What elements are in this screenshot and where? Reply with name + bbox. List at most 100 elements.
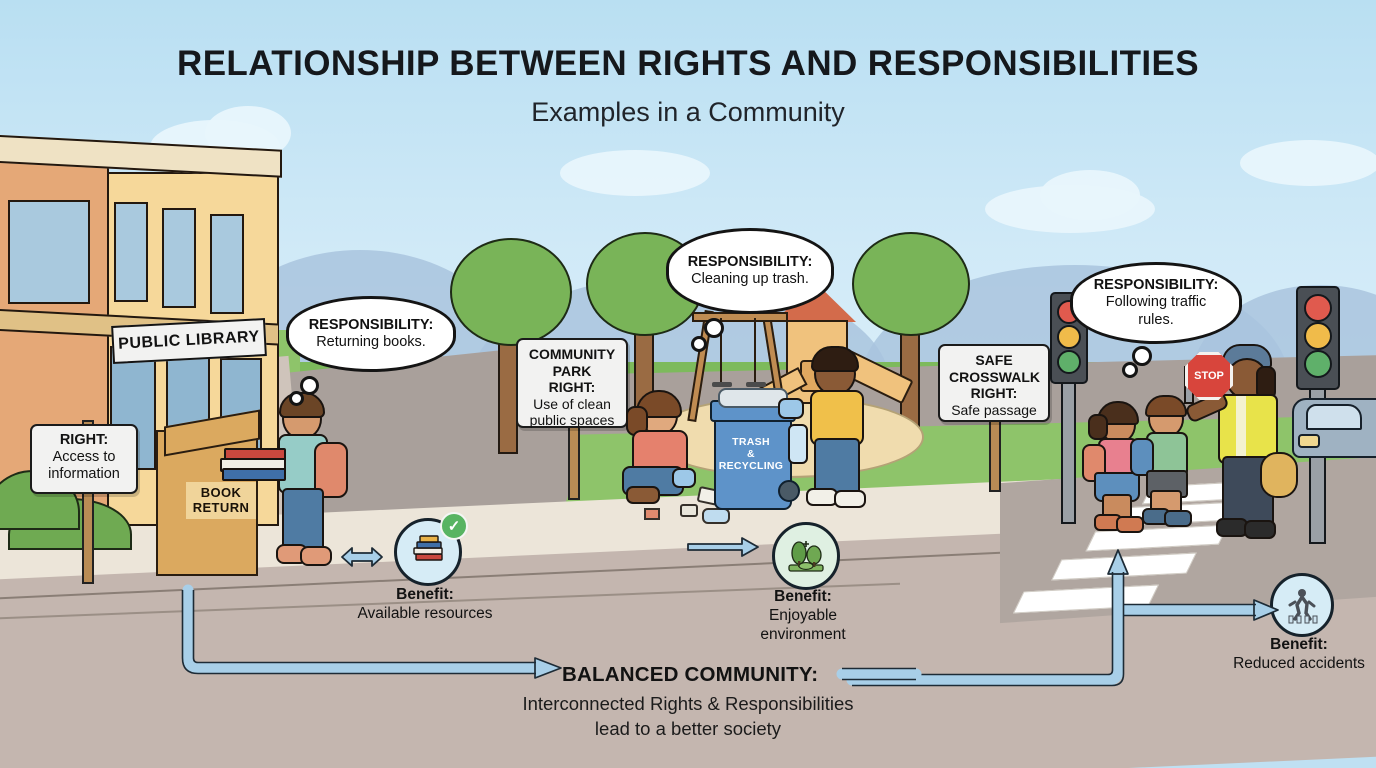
traffic-light-left-pole [1061,380,1076,524]
crosswalk-benefit-icon-circle [1270,573,1334,637]
pedestrian-crossing-icon [1288,589,1318,624]
library-window-1 [114,202,148,302]
park-benefit-label: Benefit: Enjoyable environment [733,588,873,645]
crosswalk-bubble-dot-1 [1132,346,1152,366]
summary-body-line1: Interconnected Rights & Responsibilities [522,693,854,714]
park-responsibility-bubble[interactable]: RESPONSIBILITY: Cleaning up trash. [666,228,834,314]
library-bubble-dot-1 [300,376,319,395]
library-bubble-dot-2 [289,391,304,406]
park-responsibility-heading: RESPONSIBILITY: [687,253,813,270]
park-boy-hair [811,346,859,372]
park-bubble-dot-2 [691,336,707,352]
library-window-2 [162,208,196,308]
guard-vest-stripe [1236,396,1246,458]
library-benefit-check-icon: ✓ [440,512,468,540]
public-library-sign-label: PUBLIC LIBRARY [117,328,261,353]
traffic-light-left-yellow [1057,325,1081,349]
park-boy-bottle [788,424,808,464]
park-right-body: Use of clean public spaces [529,395,615,429]
guard-shoe-right [1244,520,1276,539]
library-benefit-icon-circle [394,518,462,586]
park-right-placard[interactable]: COMMUNITY PARK RIGHT: Use of clean publi… [516,338,628,428]
library-responsibility-bubble[interactable]: RESPONSIBILITY: Returning books. [286,296,456,372]
litter-2 [680,504,698,517]
crosswalk-benefit-body: Reduced accidents [1233,654,1365,672]
crosswalk-right-body: Safe passage [951,401,1037,418]
park-benefit-body: Enjoyable environment [760,606,846,643]
car-window [1306,404,1362,430]
park-right-heading: RIGHT: [548,379,596,396]
park-benefit-heading: Benefit: [774,588,832,605]
library-benefit-heading: Benefit: [396,586,454,603]
stop-sign-label: STOP [1194,370,1224,382]
crosswalk-responsibility-heading: RESPONSIBILITY: [1093,276,1219,293]
flow-connector-summary-right [836,667,922,681]
crosswalk-right-placard[interactable]: SAFE CROSSWALK RIGHT: Safe passage [938,344,1050,422]
girl-ponytail [1088,414,1108,440]
park-child-standing [778,346,874,508]
trash-bin-label: TRASH & RECYCLING [716,436,786,472]
car-headlight [1298,434,1320,448]
traffic-light-left-green [1057,350,1081,374]
trash-bin-label-line1: TRASH [732,436,770,448]
park-boy-glove-left [778,398,804,419]
page-subtitle: Examples in a Community [531,97,845,127]
traffic-light-right-green [1304,350,1332,378]
library-right-placard[interactable]: RIGHT: Access to information [30,424,138,494]
library-responsibility-heading: RESPONSIBILITY: [308,316,434,333]
park-responsibility-body: Cleaning up trash. [691,271,809,287]
summary-body: Interconnected Rights & Responsibilities… [488,692,888,742]
books-icon [413,535,443,561]
book-return-label-line2: RETURN [192,499,250,515]
crosswalk-responsibility-body: Following traffic rules. [1105,294,1207,328]
summary-body-line2: lead to a better society [594,717,782,739]
summary-heading: BALANCED COMMUNITY: [562,663,819,686]
swing-seat-plank-1 [712,382,732,387]
flow-connector-left [181,584,562,679]
park-tree-3-canopy [852,232,970,336]
park-place-line2: PARK [552,362,592,379]
litter-3 [644,508,660,520]
park-place-line1: COMMUNITY [528,346,616,362]
park-boy-torso [810,390,864,446]
crossing-child-girl [1082,401,1146,533]
stop-sign: STOP [1185,352,1233,400]
boy-backpack [1130,438,1154,476]
boy-hair [1145,395,1187,417]
library-window-3 [210,214,244,314]
library-benefit-body: Available resources [357,604,493,622]
park-tree-1-canopy [450,238,572,346]
guard-safety-vest [1218,394,1278,464]
crosswalk-responsibility-bubble[interactable]: RESPONSIBILITY: Following traffic rules. [1070,262,1242,344]
crosswalk-sign-post [989,414,1001,492]
crosswalk-place-line2: CROSSWALK [949,368,1040,385]
trash-bin-label-line3: RECYCLING [718,460,784,473]
park-child-glove [672,468,696,488]
crosswalk-place-line1: SAFE [975,352,1013,368]
traffic-light-right-yellow [1304,322,1332,350]
traffic-light-right-red [1304,294,1332,322]
crossing-child-boy [1130,395,1196,530]
cloud-5 [1040,170,1140,220]
park-trees-icon [788,541,824,572]
library-right-body: Access to information [48,449,120,483]
book-return-label: BOOK RETURN [186,482,256,520]
library-benefit-label: Benefit: Available resources [355,586,495,624]
crosswalk-benefit-heading: Benefit: [1270,636,1328,653]
park-bubble-dot-1 [704,318,724,338]
page-title: RELATIONSHIP BETWEEN RIGHTS AND RESPONSI… [177,44,1199,83]
flow-connector-right [846,549,1279,687]
crosswalk-bubble-dot-2 [1122,362,1138,378]
park-benefit-arrow [687,537,759,557]
crosswalk-benefit-label: Benefit: Reduced accidents [1229,636,1369,674]
park-child-kneeling [612,390,702,504]
library-window-side [8,200,90,304]
park-tree-1-trunk [498,330,518,454]
library-right-heading: RIGHT: [59,432,109,448]
child-shoe-right [300,546,332,566]
child-books-stack-3 [222,468,286,481]
girl-shoe-right [1116,516,1144,533]
book-return-label-line1: BOOK [200,485,242,500]
boy-shoe-right [1164,510,1192,527]
